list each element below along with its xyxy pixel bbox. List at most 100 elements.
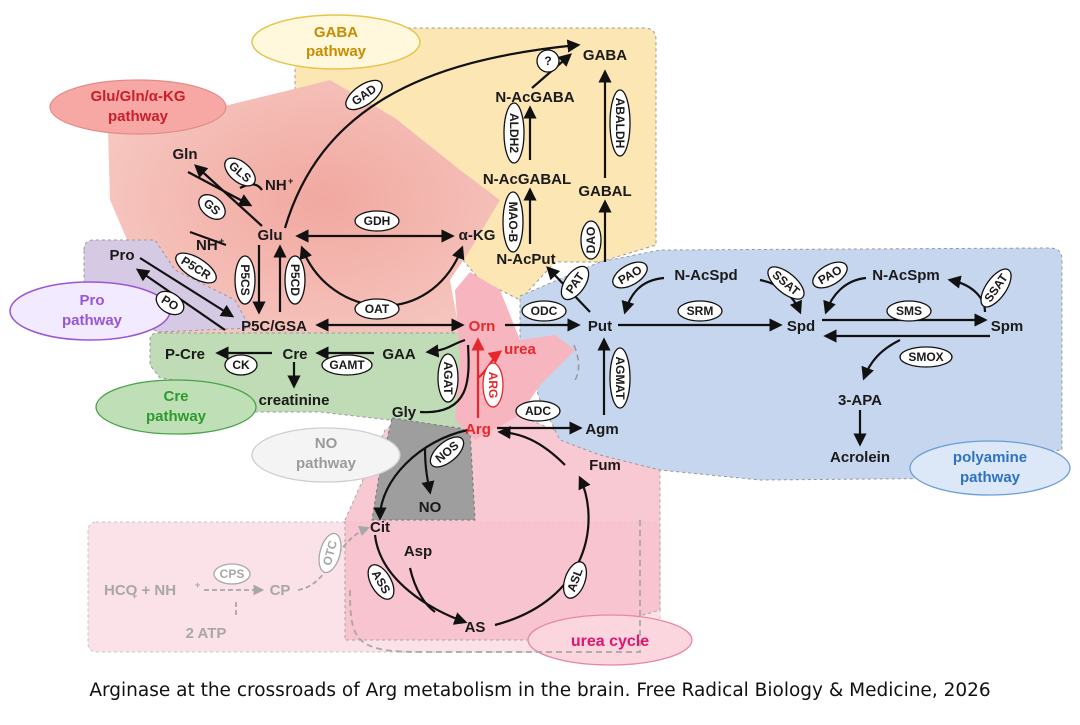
- urea-dashed-connector: [573, 344, 580, 381]
- metabolite-spm: Spm: [991, 318, 1024, 335]
- pathway-label-gaba: GABA pathway: [251, 14, 421, 70]
- svg-text:pathway: pathway: [296, 455, 357, 472]
- svg-text:polyamine: polyamine: [953, 449, 1027, 466]
- enzyme-cps: CPS: [213, 563, 251, 585]
- enzyme-sms: SMS: [886, 300, 932, 322]
- enzyme-srm: SRM: [677, 300, 723, 322]
- enzyme-otc: OTC: [318, 532, 342, 574]
- enzyme-p5cs: P5CS: [234, 255, 256, 305]
- svg-text:P5CS: P5CS: [238, 264, 252, 295]
- faded-arrows: [204, 520, 641, 653]
- enzyme-aldh2: ALDH2: [503, 102, 525, 164]
- svg-text:pathway: pathway: [960, 469, 1021, 486]
- enzyme-p5cd: P5CD: [284, 255, 306, 305]
- enzyme-dao: DAO: [580, 220, 602, 260]
- svg-text:CK: CK: [232, 358, 250, 372]
- pathway-label-urea: urea cycle: [527, 614, 693, 666]
- svg-text:AGMAT: AGMAT: [613, 356, 627, 400]
- metabolite-gln: Gln: [173, 146, 198, 163]
- svg-text:?: ?: [544, 54, 551, 68]
- metabolite-cp: CP: [270, 582, 291, 599]
- svg-text:pathway: pathway: [62, 312, 123, 329]
- pathway-label-cre: Cre pathway: [95, 379, 257, 435]
- metabolite-no: NO: [419, 499, 442, 516]
- metabolite-put: Put: [588, 318, 612, 335]
- svg-text:OAT: OAT: [365, 302, 390, 316]
- svg-text:Pro: Pro: [79, 292, 104, 309]
- enzyme-gdh: GDH: [354, 210, 400, 232]
- metabolite-as: AS: [465, 619, 486, 636]
- svg-text:GDH: GDH: [364, 214, 391, 228]
- metabolite-n-acgabal: N-AcGABAL: [483, 171, 571, 188]
- figure-caption: Arginase at the crossroads of Arg metabo…: [89, 680, 991, 701]
- metabolite-nh4-b: NH: [196, 237, 218, 254]
- svg-text:ARG: ARG: [486, 372, 500, 399]
- enzyme-pat: PAT: [560, 265, 590, 301]
- metabolite-urea: urea: [504, 341, 536, 358]
- enzyme-ck: CK: [224, 354, 258, 376]
- enzyme-agmat: AGMAT: [609, 347, 631, 409]
- metabolite-2-atp: 2 ATP: [186, 625, 227, 642]
- enzyme-agat: AGAT: [437, 353, 459, 403]
- svg-text:ABALDH: ABALDH: [613, 98, 627, 149]
- metabolite-n-acspm: N-AcSpm: [872, 267, 940, 284]
- metabolite-pro: Pro: [109, 247, 134, 264]
- enzyme-smox: SMOX: [899, 346, 953, 368]
- enzyme-maob: MAO-B: [502, 191, 524, 253]
- enzyme-asl: ASL: [562, 561, 588, 599]
- pathway-label-no: NO pathway: [251, 427, 401, 483]
- svg-text:urea cycle: urea cycle: [571, 633, 649, 650]
- enzyme-gamt: GAMT: [321, 354, 373, 376]
- svg-text:GAMT: GAMT: [329, 358, 365, 372]
- region-gaba: [294, 27, 657, 301]
- svg-text:GABA: GABA: [314, 24, 358, 41]
- metabolite-glu: Glu: [258, 227, 283, 244]
- metabolite-gabal: GABAL: [578, 183, 631, 200]
- enzyme-po: PO: [155, 290, 185, 316]
- metabolite-asp: Asp: [404, 543, 432, 560]
- svg-text:SMS: SMS: [896, 304, 922, 318]
- enzyme-arg: ARG: [482, 362, 504, 408]
- enzyme-abaldh: ABALDH: [609, 89, 631, 157]
- metabolite-hco3-charge: +: [132, 591, 137, 601]
- metabolite-n-acspd: N-AcSpd: [674, 267, 737, 284]
- svg-text:CPS: CPS: [220, 567, 245, 581]
- svg-text:Cre: Cre: [163, 388, 188, 405]
- metabolite-fum: Fum: [589, 457, 621, 474]
- pathway-label-polyamine: polyamine pathway: [909, 440, 1071, 496]
- metabolite-gaa: GAA: [382, 346, 416, 363]
- enzyme-odc: ODC: [521, 300, 567, 322]
- metabolite-p5c-gsa: P5C/GSA: [241, 318, 307, 335]
- metabolite-agm: Agm: [585, 421, 618, 438]
- metabolite-akg: α-KG: [459, 227, 496, 244]
- metabolite-nh4-a-charge: +: [288, 176, 293, 186]
- svg-text:ODC: ODC: [531, 304, 558, 318]
- metabolite-orn: Orn: [469, 318, 496, 335]
- metabolite-cre: Cre: [282, 346, 307, 363]
- metabolite-cit: Cit: [370, 519, 390, 536]
- metabolite-3-apa: 3-APA: [838, 392, 882, 409]
- metabolite-nh4-b-charge: +: [219, 236, 224, 246]
- metabolite-n-acgaba: N-AcGABA: [495, 89, 574, 106]
- svg-text:NO: NO: [315, 435, 338, 452]
- svg-text:P5CD: P5CD: [288, 264, 302, 296]
- metabolite-acrolein: Acrolein: [830, 449, 890, 466]
- enzyme-gls: GLS: [224, 157, 256, 187]
- svg-text:ADC: ADC: [525, 404, 551, 418]
- metabolite-spd: Spd: [787, 318, 815, 335]
- metabolite-hco3-nh4: HCO + NH: [104, 582, 176, 599]
- svg-text:DAO: DAO: [584, 227, 598, 254]
- svg-text:pathway: pathway: [306, 43, 367, 60]
- metabolite-gaba: GABA: [583, 47, 627, 64]
- enzyme-q: ?: [536, 49, 560, 73]
- svg-text:AGAT: AGAT: [441, 361, 455, 395]
- enzyme-oat: OAT: [354, 298, 400, 320]
- metabolite-gly: Gly: [392, 404, 417, 421]
- svg-text:pathway: pathway: [146, 408, 207, 425]
- metabolite-creatinine: creatinine: [259, 392, 330, 409]
- arg-metabolism-diagram: GABA pathway Glu/Gln/α-KG pathway Pro pa…: [9, 14, 1071, 666]
- metabolite-n-acput: N-AcPut: [496, 251, 555, 268]
- pathway-label-pro: Pro pathway: [9, 281, 171, 341]
- svg-text:pathway: pathway: [108, 108, 169, 125]
- enzyme-adc: ADC: [515, 400, 561, 422]
